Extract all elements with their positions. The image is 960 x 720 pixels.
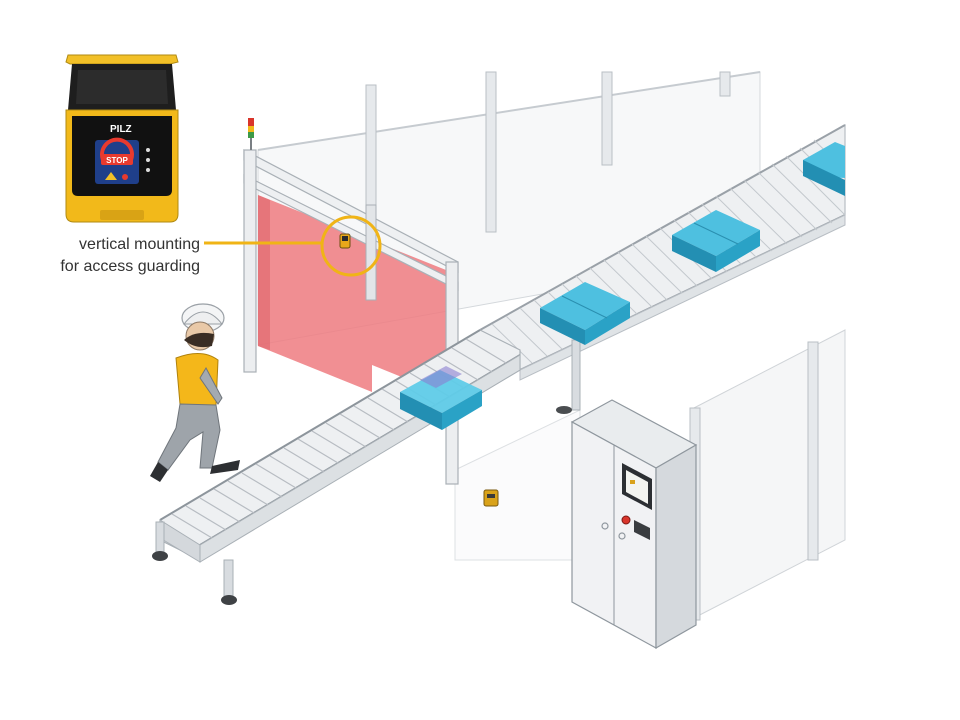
callout-label-line-2: for access guarding [60, 258, 200, 275]
hmi-screen [622, 463, 652, 510]
floor-sensor [483, 489, 499, 507]
fence-post [807, 341, 819, 561]
package-box [672, 210, 760, 272]
keypad [634, 520, 650, 540]
fence-post [719, 71, 731, 97]
guard-frame [243, 118, 459, 485]
control-cabinet [570, 399, 698, 650]
worker-figure [150, 303, 240, 482]
conveyor-boxes [540, 142, 845, 345]
package-box [540, 282, 630, 345]
signal-light-tower [248, 118, 254, 150]
protection-field [258, 195, 446, 395]
fence-post [485, 71, 497, 233]
fence-post [601, 71, 613, 166]
brand-label: PILZ [110, 124, 132, 135]
door-handle [618, 532, 626, 540]
mounted-scanner [339, 233, 351, 249]
display-stop-text: STOP [106, 156, 128, 165]
callout-label: vertical mounting for access guarding [20, 234, 200, 278]
package-box [803, 142, 845, 196]
package-box [400, 366, 482, 430]
safety-laser-scanner-product: PILZ STOP [65, 54, 179, 223]
fence-panel-right [689, 329, 846, 621]
emergency-stop-button [621, 515, 631, 525]
callout-label-line-1: vertical mounting [79, 236, 200, 253]
callout-ring [320, 215, 382, 277]
door-handle [601, 522, 609, 530]
floor-panel [454, 409, 581, 561]
